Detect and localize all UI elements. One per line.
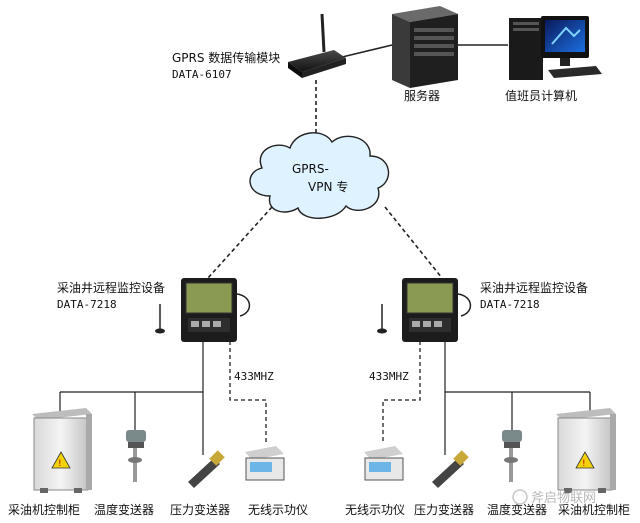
right-monitor-device-icon: [402, 278, 472, 342]
left-label-temp: 温度变送器: [94, 502, 154, 517]
left-device-title: 采油井远程监控设备: [57, 280, 165, 295]
cloud-line1: GPRS-: [292, 162, 329, 176]
right-pressure-transmitter-icon: [432, 450, 469, 488]
right-control-cabinet-icon: !: [556, 408, 616, 493]
right-device-antenna-icon: [377, 304, 387, 334]
left-device-model: DATA-7218: [57, 298, 117, 311]
right-label-pressure: 压力变送器: [414, 502, 474, 517]
right-label-dynamometer: 无线示功仪: [345, 503, 405, 517]
server-label: 服务器: [404, 88, 440, 103]
cloud-icon: [249, 132, 390, 219]
svg-text:!: !: [58, 459, 62, 469]
svg-text:!: !: [582, 459, 586, 469]
link-cloud-left-device: [207, 206, 273, 279]
link-cloud-right-device: [384, 206, 443, 279]
left-wireless-link: [229, 341, 267, 442]
watermark: 斧启物联网: [512, 489, 596, 506]
left-wireless-dynamometer-icon: [245, 446, 285, 481]
left-label-pressure: 压力变送器: [170, 502, 230, 517]
wiring: [59, 44, 591, 455]
left-label-cabinet: 采油机控制柜: [8, 503, 80, 517]
server-icon: [392, 6, 458, 88]
operator-pc-label: 值班员计算机: [505, 88, 577, 103]
left-pressure-transmitter-icon: [188, 450, 225, 488]
cloud-line2: VPN 专: [308, 179, 348, 194]
link-module-server: [337, 44, 393, 59]
left-freq-label: 433MHZ: [234, 370, 274, 383]
left-label-dynamometer: 无线示功仪: [248, 503, 308, 517]
right-label-cabinet: 采油机控制柜: [558, 503, 630, 517]
watermark-text: 斧启物联网: [531, 491, 596, 506]
gprs-module-icon: [288, 13, 346, 78]
left-monitor-device-icon: [181, 278, 251, 342]
left-control-cabinet-icon: !: [32, 408, 92, 493]
gprs-module-title: GPRS 数据传输模块: [172, 50, 280, 65]
left-device-antenna-icon: [155, 304, 165, 334]
right-temperature-transmitter-icon: [502, 430, 522, 482]
right-freq-label: 433MHZ: [369, 370, 409, 383]
right-device-title: 采油井远程监控设备: [480, 280, 588, 295]
right-wireless-link: [382, 341, 421, 442]
right-wireless-dynamometer-icon: [364, 446, 404, 481]
right-device-model: DATA-7218: [480, 298, 540, 311]
operator-pc-icon: [509, 16, 602, 80]
gprs-module-model: DATA-6107: [172, 68, 232, 81]
right-label-temp: 温度变送器: [487, 502, 547, 517]
left-temperature-transmitter-icon: [126, 430, 146, 482]
